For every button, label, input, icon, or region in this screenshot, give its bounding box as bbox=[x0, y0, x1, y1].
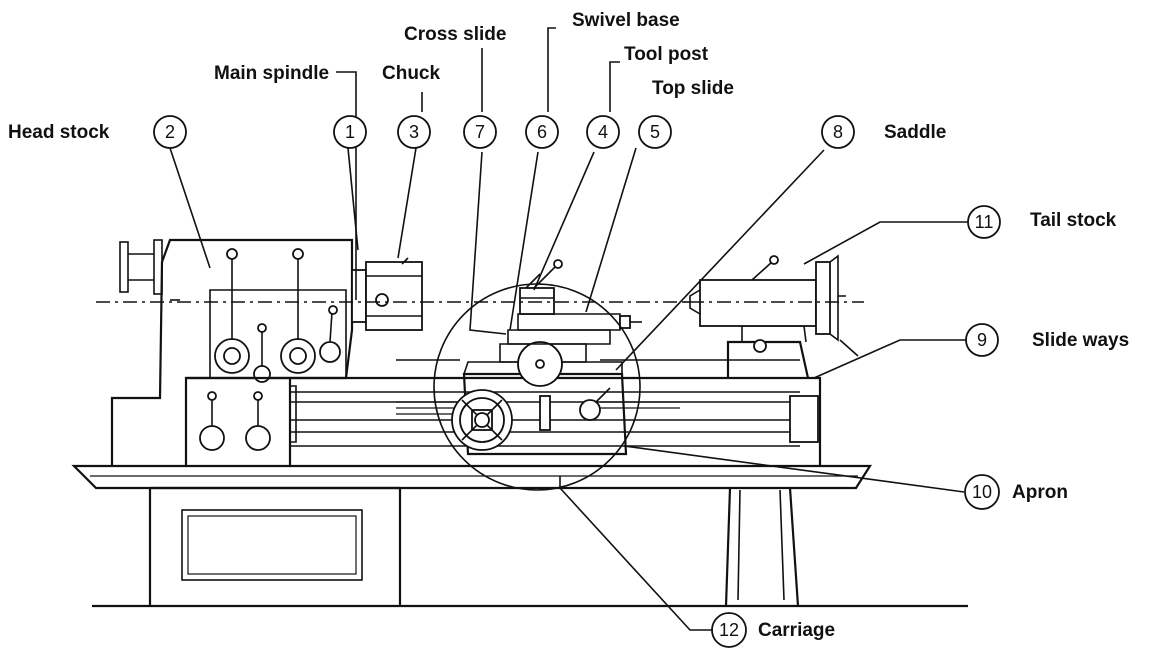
svg-text:2: 2 bbox=[165, 122, 175, 142]
leader-apron bbox=[623, 445, 965, 493]
callout-11: 11 bbox=[967, 205, 1001, 239]
svg-text:11: 11 bbox=[975, 212, 994, 232]
callout-3: 3 bbox=[397, 115, 431, 149]
label-tool-post: Tool post bbox=[624, 44, 709, 65]
carriage-drawing bbox=[451, 259, 642, 456]
callout-7: 7 bbox=[463, 115, 497, 149]
label-slide-ways: Slide ways bbox=[1032, 330, 1129, 351]
lathe-drawing bbox=[71, 238, 968, 608]
svg-text:1: 1 bbox=[345, 122, 355, 142]
label-swivel-base: Swivel base bbox=[572, 10, 680, 31]
label-apron: Apron bbox=[1012, 482, 1068, 503]
label-chuck: Chuck bbox=[382, 63, 441, 84]
leader-top-slide bbox=[585, 147, 637, 313]
leader-swivel-base bbox=[509, 27, 556, 331]
svg-text:10: 10 bbox=[972, 482, 992, 502]
leader-chuck bbox=[397, 92, 423, 259]
chuck-drawing bbox=[351, 257, 423, 331]
lathe-stand bbox=[148, 486, 800, 607]
label-saddle: Saddle bbox=[884, 122, 946, 143]
callout-8: 8 bbox=[821, 115, 855, 149]
svg-text:7: 7 bbox=[475, 122, 485, 142]
callout-4: 4 bbox=[586, 115, 620, 149]
callout-12: 12 bbox=[711, 612, 747, 648]
label-cross-slide: Cross slide bbox=[404, 24, 506, 45]
svg-text:5: 5 bbox=[650, 122, 660, 142]
tailstock-drawing bbox=[684, 254, 859, 379]
leader-head-stock bbox=[169, 147, 211, 269]
callout-1: 1 bbox=[333, 115, 367, 149]
leader-tool-post bbox=[533, 61, 620, 291]
svg-text:3: 3 bbox=[409, 122, 419, 142]
svg-text:8: 8 bbox=[833, 122, 843, 142]
label-carriage: Carriage bbox=[758, 620, 835, 641]
leader-saddle bbox=[615, 149, 825, 371]
callout-2: 2 bbox=[153, 115, 187, 149]
callout-6: 6 bbox=[525, 115, 559, 149]
svg-text:6: 6 bbox=[537, 122, 547, 142]
label-main-spindle: Main spindle bbox=[214, 63, 329, 84]
headstock-body bbox=[110, 238, 354, 466]
callout-5: 5 bbox=[638, 115, 672, 149]
callout-10: 10 bbox=[964, 474, 1000, 510]
svg-text:12: 12 bbox=[719, 620, 739, 640]
label-top-slide: Top slide bbox=[652, 78, 734, 99]
leader-lines bbox=[169, 27, 968, 631]
label-head-stock: Head stock bbox=[8, 122, 110, 143]
svg-text:9: 9 bbox=[977, 330, 987, 350]
lathe-bed-base bbox=[71, 464, 873, 490]
leader-slide-ways bbox=[813, 339, 966, 379]
leader-cross-slide bbox=[469, 48, 507, 335]
label-tail-stock: Tail stock bbox=[1030, 210, 1117, 231]
callout-9: 9 bbox=[965, 323, 999, 357]
part-labels: Head stock Main spindle Chuck Cross slid… bbox=[8, 10, 1129, 641]
leader-carriage bbox=[559, 476, 712, 631]
leader-1 bbox=[347, 147, 359, 251]
leader-tail-stock bbox=[803, 221, 968, 265]
callout-circles: 2 1 3 7 6 4 5 8 11 9 10 12 bbox=[153, 115, 1001, 648]
svg-text:4: 4 bbox=[598, 122, 608, 142]
